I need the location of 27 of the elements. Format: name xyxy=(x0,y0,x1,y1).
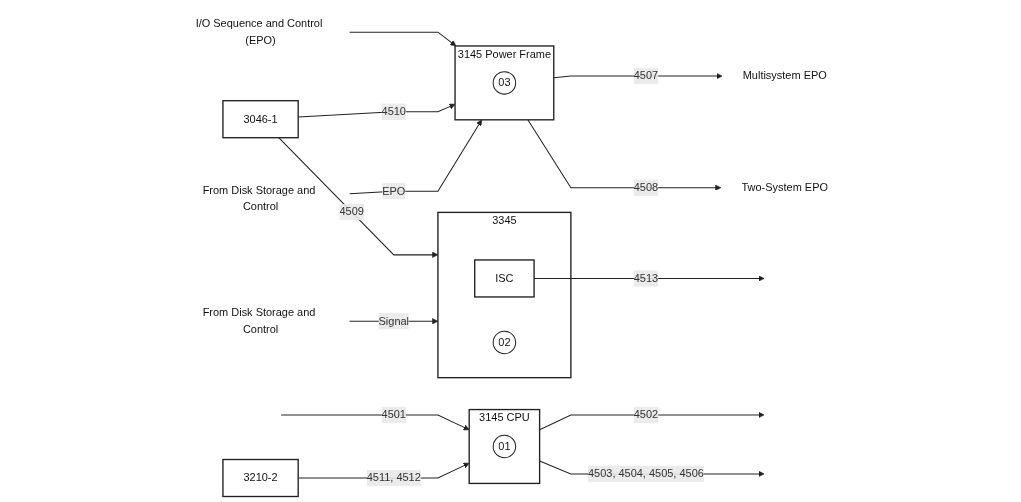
arrow xyxy=(278,137,439,258)
node-circle: 03 xyxy=(493,71,517,95)
arrow xyxy=(349,119,483,195)
edge-label: 4509 xyxy=(339,205,365,218)
edge-label: 4501 xyxy=(382,408,407,421)
node-box: 3046-1 xyxy=(222,100,300,139)
edge-label: 4510 xyxy=(382,105,407,118)
node-box: 3210-2 xyxy=(222,458,300,498)
arrow xyxy=(534,275,765,282)
edge-label: 4508 xyxy=(634,181,659,194)
edge-label: 4502 xyxy=(634,408,659,421)
node-box: ISC xyxy=(474,259,536,298)
node-circle: 02 xyxy=(493,330,517,355)
node-circle: 01 xyxy=(493,434,517,459)
arrow xyxy=(349,31,457,47)
edge-label: 4503, 4504, 4505, 4506 xyxy=(588,467,705,480)
arrow xyxy=(527,119,722,191)
edge-label: EPO xyxy=(382,184,406,197)
edge-label: 4507 xyxy=(634,69,659,82)
node-text: I/O Sequence and Control (EPO) xyxy=(196,17,323,46)
node-text: From Disk Storage and Control xyxy=(203,306,316,335)
edge-label: 4513 xyxy=(634,272,659,284)
edge-label: 4511, 4512 xyxy=(367,471,422,484)
node-text: From Disk Storage and Control xyxy=(203,184,316,213)
node-text: Multisystem EPO xyxy=(743,69,828,82)
edge-label: Signal xyxy=(379,315,410,327)
node-text: Two-System EPO xyxy=(741,181,829,194)
